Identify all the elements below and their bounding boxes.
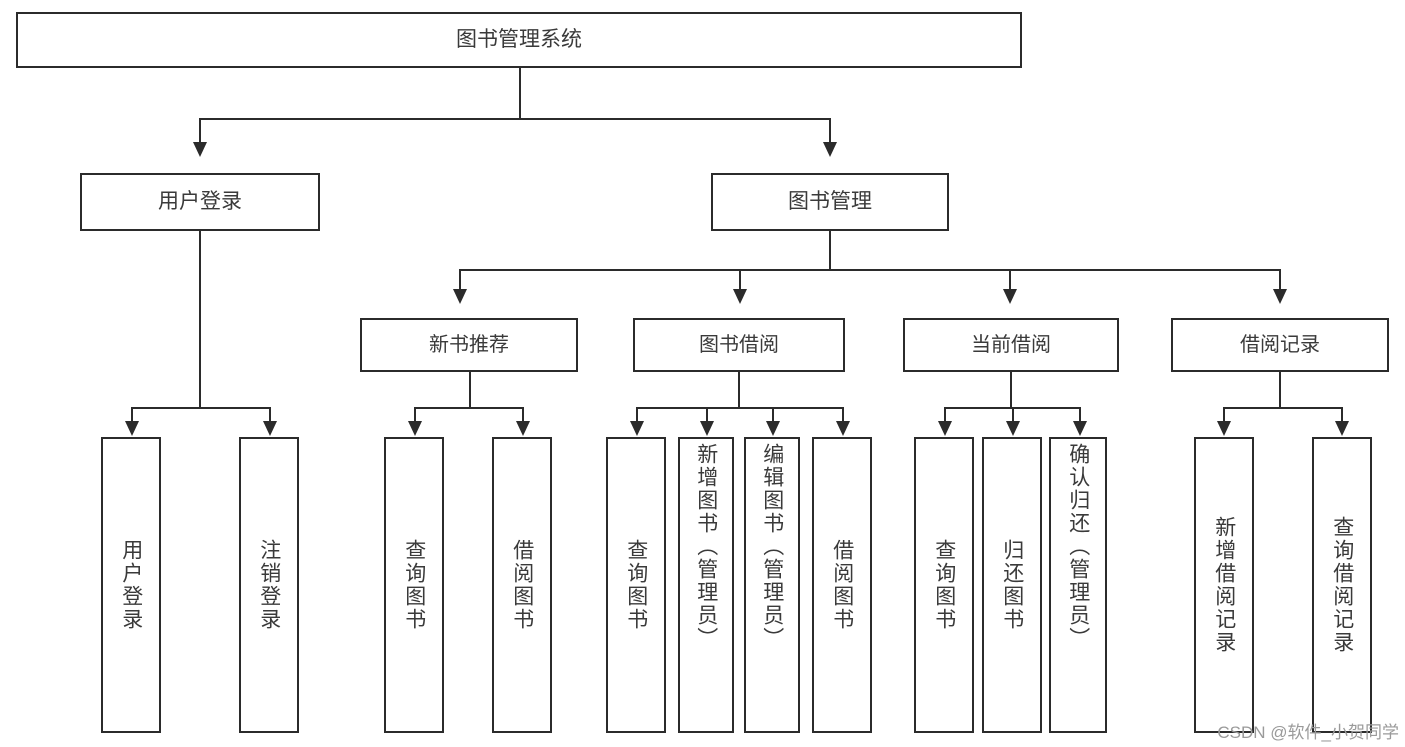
- node-book-borrow[interactable]: 图书借阅: [633, 318, 845, 372]
- leaf-current-borrow-2[interactable]: 确认归还（管理员）: [1049, 437, 1107, 733]
- arrowhead-login-leaf-1: [263, 421, 277, 436]
- node-label: 用户登录: [158, 190, 242, 214]
- connector-root-to-login: [199, 118, 201, 144]
- node-new-book-recommend[interactable]: 新书推荐: [360, 318, 578, 372]
- node-label: 借阅图书: [830, 539, 854, 631]
- connector-bookmgmt-stem: [829, 231, 831, 271]
- connector-borrowrecord-bus: [1223, 407, 1343, 409]
- node-label: 借阅图书: [510, 539, 534, 631]
- node-book-management[interactable]: 图书管理: [711, 173, 949, 231]
- arrowhead-root-to-login: [193, 142, 207, 157]
- node-label: 图书管理: [788, 190, 872, 214]
- leaf-book-borrow-3[interactable]: 借阅图书: [812, 437, 872, 733]
- node-borrow-record[interactable]: 借阅记录: [1171, 318, 1389, 372]
- node-label: 借阅记录: [1240, 333, 1320, 356]
- arrowhead-recommend-leaf-0: [408, 421, 422, 436]
- node-label: 归还图书: [1000, 539, 1024, 631]
- connector-bookborrow-to-leaf-3: [842, 407, 844, 423]
- arrowhead-borrowrecord-leaf-1: [1335, 421, 1349, 436]
- arrowhead-currentborrow-leaf-1: [1006, 421, 1020, 436]
- connector-recommend-stem: [469, 372, 471, 409]
- node-label: 新增借阅记录: [1212, 516, 1236, 654]
- node-user-login[interactable]: 用户登录: [80, 173, 320, 231]
- leaf-borrow-record-1[interactable]: 查询借阅记录: [1312, 437, 1372, 733]
- connector-root-to-bookmgmt: [829, 118, 831, 144]
- leaf-user-login-0[interactable]: 用户登录: [101, 437, 161, 733]
- arrowhead-bookmgmt-l2-1: [733, 289, 747, 304]
- arrowhead-root-to-bookmgmt: [823, 142, 837, 157]
- node-label: 查询图书: [402, 539, 426, 631]
- connector-login-bus: [131, 407, 269, 409]
- node-label: 查询借阅记录: [1330, 516, 1354, 654]
- leaf-book-borrow-0[interactable]: 查询图书: [606, 437, 666, 733]
- node-label: 用户登录: [119, 539, 143, 631]
- leaf-borrow-record-0[interactable]: 新增借阅记录: [1194, 437, 1254, 733]
- node-label: 图书借阅: [699, 333, 779, 356]
- connector-root-stem: [519, 68, 521, 120]
- connector-bookborrow-bus: [636, 407, 844, 409]
- node-label: 注销登录: [257, 539, 281, 631]
- arrowhead-currentborrow-leaf-2: [1073, 421, 1087, 436]
- node-label: 新书推荐: [429, 333, 509, 356]
- arrowhead-bookborrow-leaf-3: [836, 421, 850, 436]
- leaf-new-book-recommend-0[interactable]: 查询图书: [384, 437, 444, 733]
- node-label: 新增图书（管理员）: [694, 443, 718, 650]
- connector-currentborrow-to-leaf-1: [1012, 407, 1014, 423]
- connector-recommend-bus: [414, 407, 524, 409]
- leaf-new-book-recommend-1[interactable]: 借阅图书: [492, 437, 552, 733]
- arrowhead-bookborrow-leaf-0: [630, 421, 644, 436]
- connector-bookmgmt-bus: [459, 269, 1281, 271]
- connector-login-stem: [199, 231, 201, 409]
- node-label: 图书管理系统: [456, 28, 582, 52]
- node-current-borrow[interactable]: 当前借阅: [903, 318, 1119, 372]
- connector-borrowrecord-to-leaf-0: [1223, 407, 1225, 423]
- connector-bookborrow-to-leaf-2: [772, 407, 774, 423]
- leaf-book-borrow-2[interactable]: 编辑图书（管理员）: [744, 437, 800, 733]
- connector-login-to-leaf-0: [131, 407, 133, 423]
- leaf-user-login-1[interactable]: 注销登录: [239, 437, 299, 733]
- node-label: 当前借阅: [971, 333, 1051, 356]
- arrowhead-bookmgmt-l2-2: [1003, 289, 1017, 304]
- connector-currentborrow-to-leaf-0: [944, 407, 946, 423]
- node-label: 查询图书: [624, 539, 648, 631]
- node-root-system[interactable]: 图书管理系统: [16, 12, 1022, 68]
- connector-bookborrow-to-leaf-1: [706, 407, 708, 423]
- connector-borrowrecord-stem: [1279, 372, 1281, 409]
- leaf-current-borrow-0[interactable]: 查询图书: [914, 437, 974, 733]
- node-label: 编辑图书（管理员）: [760, 443, 784, 650]
- leaf-current-borrow-1[interactable]: 归还图书: [982, 437, 1042, 733]
- arrowhead-bookborrow-leaf-1: [700, 421, 714, 436]
- connector-recommend-to-leaf-0: [414, 407, 416, 423]
- connector-bookmgmt-to-l2-3: [1279, 269, 1281, 291]
- connector-bookborrow-stem: [738, 372, 740, 409]
- arrowhead-bookmgmt-l2-3: [1273, 289, 1287, 304]
- arrowhead-recommend-leaf-1: [516, 421, 530, 436]
- connector-bookborrow-to-leaf-0: [636, 407, 638, 423]
- connector-login-to-leaf-1: [269, 407, 271, 423]
- arrowhead-borrowrecord-leaf-0: [1217, 421, 1231, 436]
- leaf-book-borrow-1[interactable]: 新增图书（管理员）: [678, 437, 734, 733]
- arrowhead-bookborrow-leaf-2: [766, 421, 780, 436]
- connector-root-bus: [199, 118, 831, 120]
- connector-bookmgmt-to-l2-2: [1009, 269, 1011, 291]
- node-label: 查询图书: [932, 539, 956, 631]
- connector-currentborrow-to-leaf-2: [1079, 407, 1081, 423]
- arrowhead-login-leaf-0: [125, 421, 139, 436]
- connector-currentborrow-stem: [1010, 372, 1012, 409]
- connector-borrowrecord-to-leaf-1: [1341, 407, 1343, 423]
- node-label: 确认归还（管理员）: [1066, 443, 1090, 650]
- arrowhead-bookmgmt-l2-0: [453, 289, 467, 304]
- arrowhead-currentborrow-leaf-0: [938, 421, 952, 436]
- connector-bookmgmt-to-l2-1: [739, 269, 741, 291]
- connector-bookmgmt-to-l2-0: [459, 269, 461, 291]
- connector-recommend-to-leaf-1: [522, 407, 524, 423]
